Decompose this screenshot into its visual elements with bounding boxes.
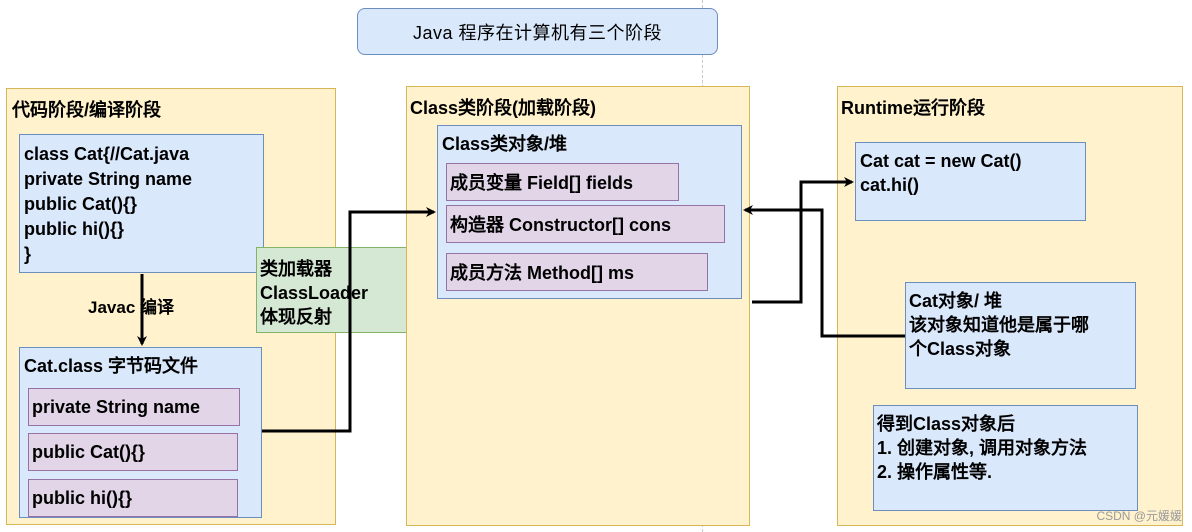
source-code-box: class Cat{//Cat.java private String name… [19,134,264,273]
classloader-line: 类加载器 [260,259,332,279]
load-arrow [262,207,436,433]
watermark: CSDN @元媛媛 [1096,509,1182,523]
code-stage-title: 代码阶段/编译阶段 [12,100,162,120]
cat-object-line: Cat对象/ 堆 [909,291,1003,311]
source-line: public hi(){} [24,219,124,239]
runtime-code-box: Cat cat = new Cat() cat.hi() [855,142,1086,221]
classloader-line: 体现反射 [260,307,332,327]
bytecode-member-constructor: public Cat(){} [28,433,238,471]
compile-label: Javac 编译 [88,298,174,317]
class-member-fields: 成员变量 Field[] fields [446,163,679,201]
class-member-constructors: 构造器 Constructor[] cons [446,205,725,243]
cat-object-line: 个Class对象 [909,339,1012,359]
classloader-box: 类加载器 ClassLoader 体现反射 [256,247,416,333]
runtime-code-line: Cat cat = new Cat() [860,151,1022,171]
cat-object-box: Cat对象/ 堆 该对象知道他是属于哪 个Class对象 [905,282,1136,389]
source-line: public Cat(){} [24,194,138,214]
class-object-title: Class类对象/堆 [442,134,568,154]
source-line: class Cat{//Cat.java [24,144,190,164]
cat-object-line: 该对象知道他是属于哪 [909,315,1089,335]
after-class-line: 1. 创建对象, 调用对象方法 [877,438,1088,458]
bytecode-member-field: private String name [28,388,240,426]
after-class-line: 2. 操作属性等. [877,462,993,482]
runtime-stage-title: Runtime运行阶段 [841,98,985,118]
class-member-methods: 成员方法 Method[] ms [446,253,708,291]
after-class-line: 得到Class对象后 [877,414,1016,434]
after-class-box: 得到Class对象后 1. 创建对象, 调用对象方法 2. 操作属性等. [873,405,1138,511]
source-line: private String name [24,169,193,189]
class-stage-title: Class类阶段(加载阶段) [410,98,597,118]
diagram-title: Java 程序在计算机有三个阶段 [357,8,718,55]
instantiate-arrow [752,177,854,304]
classloader-line: ClassLoader [260,283,369,303]
belongs-to-arrow [743,205,905,338]
bytecode-member-method: public hi(){} [28,479,238,517]
runtime-code-line: cat.hi() [860,175,920,195]
source-line: } [24,244,32,264]
bytecode-title: Cat.class 字节码文件 [24,356,199,376]
